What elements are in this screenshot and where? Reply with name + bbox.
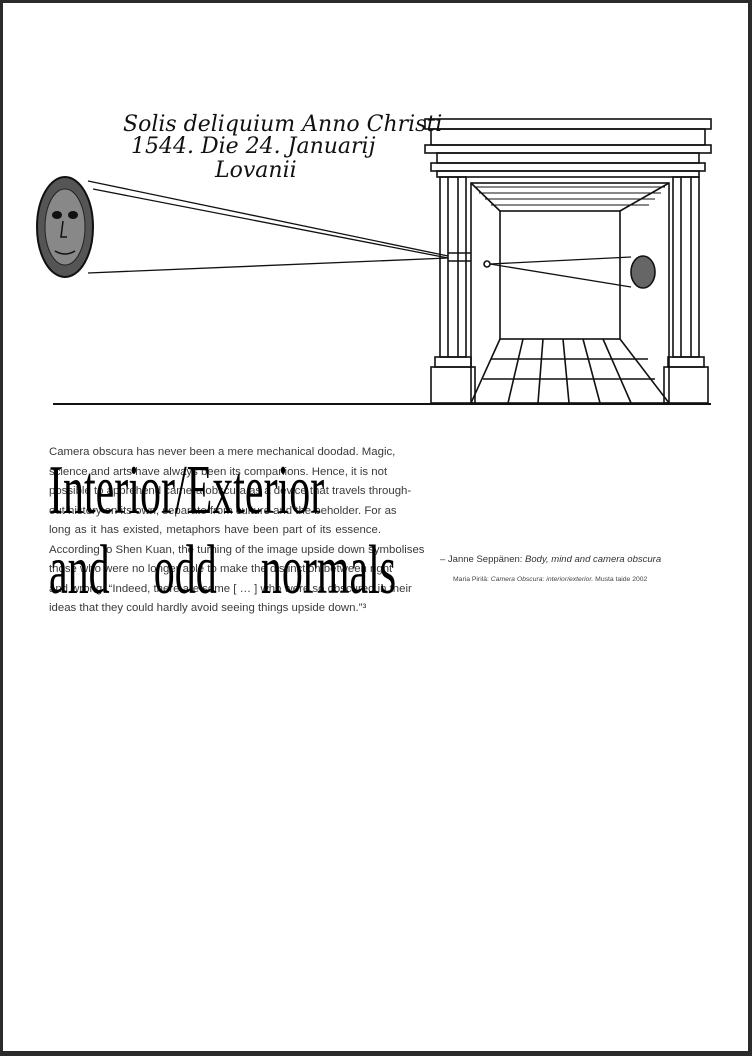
quote-line: long as it has existed, metaphors have b… (49, 524, 381, 536)
quote-attribution: – Janne Seppänen: Body, mind and camera … (440, 554, 661, 565)
eclipsed-sun-illustration (36, 176, 94, 278)
quote-line: and wrong: “Indeed, there are some [ … ]… (49, 582, 412, 595)
engraving-caption-line-3: Lovanii (214, 158, 297, 183)
attribution-work: Body, mind and camera obscura (525, 554, 662, 565)
page-title: Interior/Exterior and odd normals (49, 451, 397, 611)
page: Solis deliquium Anno Christi 1544. Die 2… (3, 3, 748, 1051)
light-rays (87, 180, 632, 288)
engraving-caption-line-2: 1544. Die 24. Januarij (131, 134, 376, 159)
title-line-2: and odd normals (49, 532, 397, 609)
title-line-1: Interior/Exterior (49, 452, 325, 529)
source-citation: Maria Pirilä: Camera Obscura: interior/e… (453, 576, 647, 583)
camera-obscura-engraving: Solis deliquium Anno Christi 1544. Die 2… (36, 112, 712, 405)
quote-line: ideas that they could hardly avoid seein… (49, 602, 367, 614)
quote-line: those who were no longer able to make th… (49, 563, 393, 575)
source-author: Maria Pirilä: (453, 576, 491, 583)
quote-line: science and arts have always been its co… (49, 465, 388, 478)
attribution-author: – Janne Seppänen: (440, 554, 526, 565)
source-title: Camera Obscura: interior/exterior. (490, 576, 594, 583)
quote-line: possible to apprehend camera obscura as … (49, 485, 412, 497)
engraving-caption-line-1: Solis deliquium Anno Christi (123, 112, 442, 137)
quote-line: out history on its own, separate from cu… (49, 504, 397, 517)
source-publisher: Musta taide 2002 (593, 576, 648, 583)
camera-obscura-building (424, 118, 712, 404)
quote-line: Camera obscura has never been a mere mec… (49, 446, 396, 458)
quote-line: According to Shen Kuan, the turning of t… (49, 543, 425, 556)
